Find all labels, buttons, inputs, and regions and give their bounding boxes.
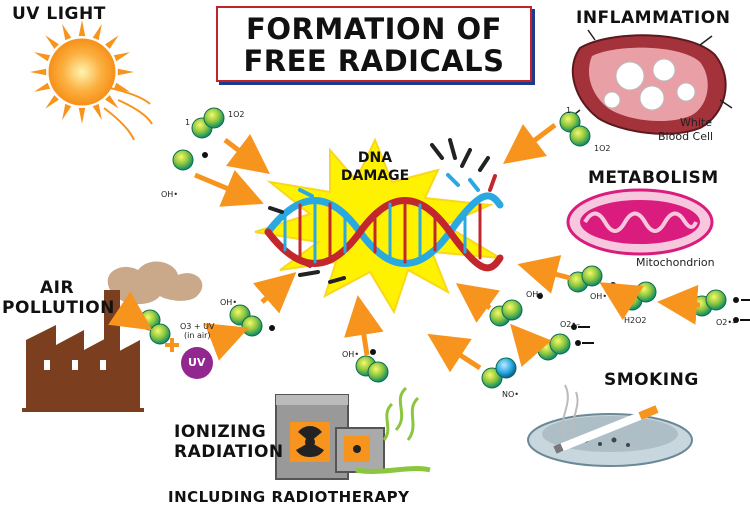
dna-label-1: DNA	[357, 150, 393, 166]
sun-ray	[105, 95, 119, 109]
sun-ray	[62, 23, 72, 41]
sun-ray	[78, 107, 86, 124]
dna-label-2: DAMAGE	[340, 168, 410, 184]
sun-ray	[78, 20, 86, 37]
molecule-sphere	[705, 289, 727, 311]
uv-light-label: UV LIGHT	[12, 4, 106, 24]
ozone-uv-label: O3 + UV	[180, 322, 215, 331]
inflammation-label: INFLAMMATION	[576, 8, 731, 28]
superoxide-label-right: O2•–	[716, 318, 737, 327]
ashtray-cigarette-icon	[527, 384, 693, 467]
ionizing-label: IONIZING	[174, 422, 267, 442]
air-label: AIR	[40, 278, 75, 298]
sun-icon	[30, 20, 153, 141]
hydroxyl-label-radiation: OH•	[342, 350, 360, 359]
white-label: White	[680, 116, 712, 129]
arrows	[108, 123, 701, 373]
molecule-sphere	[495, 357, 517, 379]
sun-ray	[113, 52, 131, 62]
radioactive-barrels-icon	[275, 386, 431, 480]
mitochondrion-label: Mitochondrion	[636, 256, 715, 269]
dna-helix	[264, 138, 504, 284]
sun-ray	[117, 68, 134, 76]
sun-ray	[33, 52, 51, 62]
sun-ray	[92, 23, 102, 41]
molecule-sphere	[569, 125, 591, 147]
radiation-label: RADIATION	[174, 442, 284, 462]
singlet-oxygen-right-label: 1O2	[594, 144, 611, 153]
sun-ray	[92, 103, 102, 121]
hydroxyl-label-uv: OH•	[161, 190, 179, 199]
molecule-sphere	[367, 361, 389, 383]
sun-ray	[45, 95, 59, 109]
inflammation-tissue-icon	[569, 29, 733, 135]
molecule-sphere	[635, 281, 657, 303]
sun-ray	[113, 82, 131, 92]
mitochondrion-icon	[566, 188, 714, 256]
hydroxyl-label-smoking: OH•	[526, 290, 544, 299]
molecule-sphere	[172, 149, 194, 171]
sun-ray	[30, 68, 47, 76]
title-line-1: FORMATION OF	[246, 12, 502, 46]
sun-ray	[62, 103, 72, 121]
nitric-oxide-label: NO•	[502, 390, 519, 399]
uv-badge-label: UV	[188, 356, 206, 369]
hydroxyl-label-air: OH•	[220, 298, 238, 307]
singlet-oxygen-right-prefix: 1	[566, 106, 572, 115]
radiotherapy-label: INCLUDING RADIOTHERAPY	[168, 488, 410, 506]
uv-badge	[165, 338, 213, 379]
damage-burst	[254, 137, 501, 315]
superoxide-label-smoking: O2•–	[560, 320, 581, 329]
pollution-label: POLLUTION	[2, 298, 115, 318]
molecule-sphere	[241, 315, 263, 337]
molecules	[139, 107, 727, 389]
hydroxyl-label-metabolism: OH•	[590, 292, 608, 301]
singlet-oxygen-prefix: 1	[185, 118, 191, 127]
molecule-sphere	[549, 333, 571, 355]
title-line-2: FREE RADICALS	[243, 44, 505, 78]
ozone-uv-sublabel: (in air)	[184, 331, 211, 340]
smoking-label: SMOKING	[604, 370, 699, 390]
sun-ray	[105, 35, 119, 49]
molecule-sphere	[149, 323, 171, 345]
molecule-sphere	[203, 107, 225, 129]
title-box: FORMATION OF FREE RADICALS	[216, 6, 532, 82]
h2o2-label: H2O2	[624, 316, 647, 325]
metabolism-label: METABOLISM	[588, 168, 719, 188]
sun-ray	[45, 35, 59, 49]
sun-ray	[33, 82, 51, 92]
molecule-sphere	[581, 265, 603, 287]
molecule-sphere	[501, 299, 523, 321]
radical-markers	[202, 152, 750, 355]
blood-cell-label: Blood Cell	[658, 130, 714, 143]
singlet-oxygen-label: 1O2	[228, 110, 245, 119]
